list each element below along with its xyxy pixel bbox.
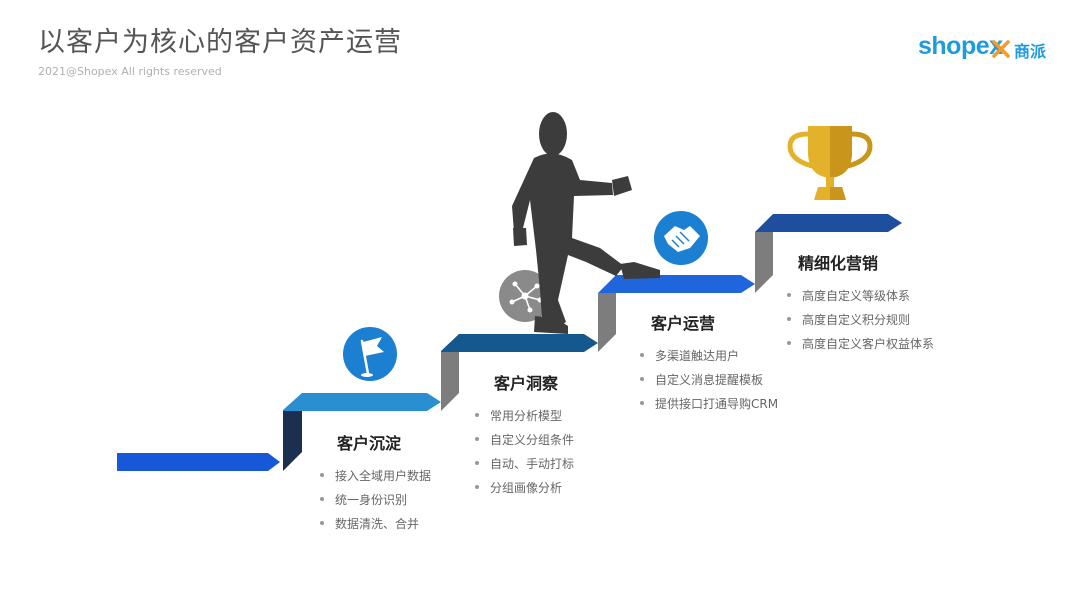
stage-title: 客户沉淀 <box>337 434 402 453</box>
step-3-riser <box>598 293 616 352</box>
trophy-icon <box>787 126 873 200</box>
list-item: 常用分析模型 <box>475 404 574 428</box>
stage-item-list: 高度自定义等级体系 高度自定义积分规则 高度自定义客户权益体系 <box>787 284 934 356</box>
step-4-riser <box>755 232 773 293</box>
stage-precision-marketing: 精细化营销 高度自定义等级体系 高度自定义积分规则 高度自定义客户权益体系 <box>787 250 934 356</box>
logo-brand-text: shopex <box>918 32 1003 60</box>
stage-item-list: 接入全域用户数据 统一身份识别 数据清洗、合并 <box>320 464 431 536</box>
step-3-bar <box>441 334 598 352</box>
handshake-icon <box>654 211 708 265</box>
stage-customer-accumulation: 客户沉淀 接入全域用户数据 统一身份识别 数据清洗、合并 <box>320 430 431 536</box>
list-item: 高度自定义客户权益体系 <box>787 332 934 356</box>
stage-title: 客户运营 <box>651 314 716 333</box>
list-item: 数据清洗、合并 <box>320 512 431 536</box>
list-item: 统一身份识别 <box>320 488 431 512</box>
step-2-riser <box>441 351 459 411</box>
step-4-bar <box>598 275 755 293</box>
climbing-person-icon <box>512 112 660 334</box>
stage-customer-insight: 客户洞察 常用分析模型 自定义分组条件 自动、手动打标 分组画像分析 <box>475 370 574 500</box>
list-item: 自动、手动打标 <box>475 452 574 476</box>
list-item: 提供接口打通导购CRM <box>640 392 778 416</box>
network-icon <box>499 270 551 322</box>
stage-title: 客户洞察 <box>494 374 559 393</box>
logo-brand-cn: 商派 <box>1014 44 1047 61</box>
page-title: 以客户为核心的客户资产运营 <box>38 27 402 58</box>
step-5-bar <box>755 214 902 232</box>
list-item: 接入全域用户数据 <box>320 464 431 488</box>
list-item: 多渠道触达用户 <box>640 344 778 368</box>
stage-item-list: 常用分析模型 自定义分组条件 自动、手动打标 分组画像分析 <box>475 404 574 500</box>
list-item: 自定义分组条件 <box>475 428 574 452</box>
step-1-riser <box>283 410 302 471</box>
list-item: 高度自定义等级体系 <box>787 284 934 308</box>
copyright-text: 2021@Shopex All rights reserved <box>38 65 222 78</box>
shopex-logo: shopex 商派 <box>918 32 1048 64</box>
list-item: 高度自定义积分规则 <box>787 308 934 332</box>
step-2-bar <box>283 393 441 411</box>
list-item: 分组画像分析 <box>475 476 574 500</box>
stage-item-list: 多渠道触达用户 自定义消息提醒模板 提供接口打通导购CRM <box>640 344 778 416</box>
logo-x-mark-icon <box>992 40 1010 58</box>
flag-icon <box>343 327 397 381</box>
list-item: 自定义消息提醒模板 <box>640 368 778 392</box>
stage-title: 精细化营销 <box>798 254 879 273</box>
stage-customer-operation: 客户运营 多渠道触达用户 自定义消息提醒模板 提供接口打通导购CRM <box>640 310 778 416</box>
step-1-bar <box>117 453 280 471</box>
